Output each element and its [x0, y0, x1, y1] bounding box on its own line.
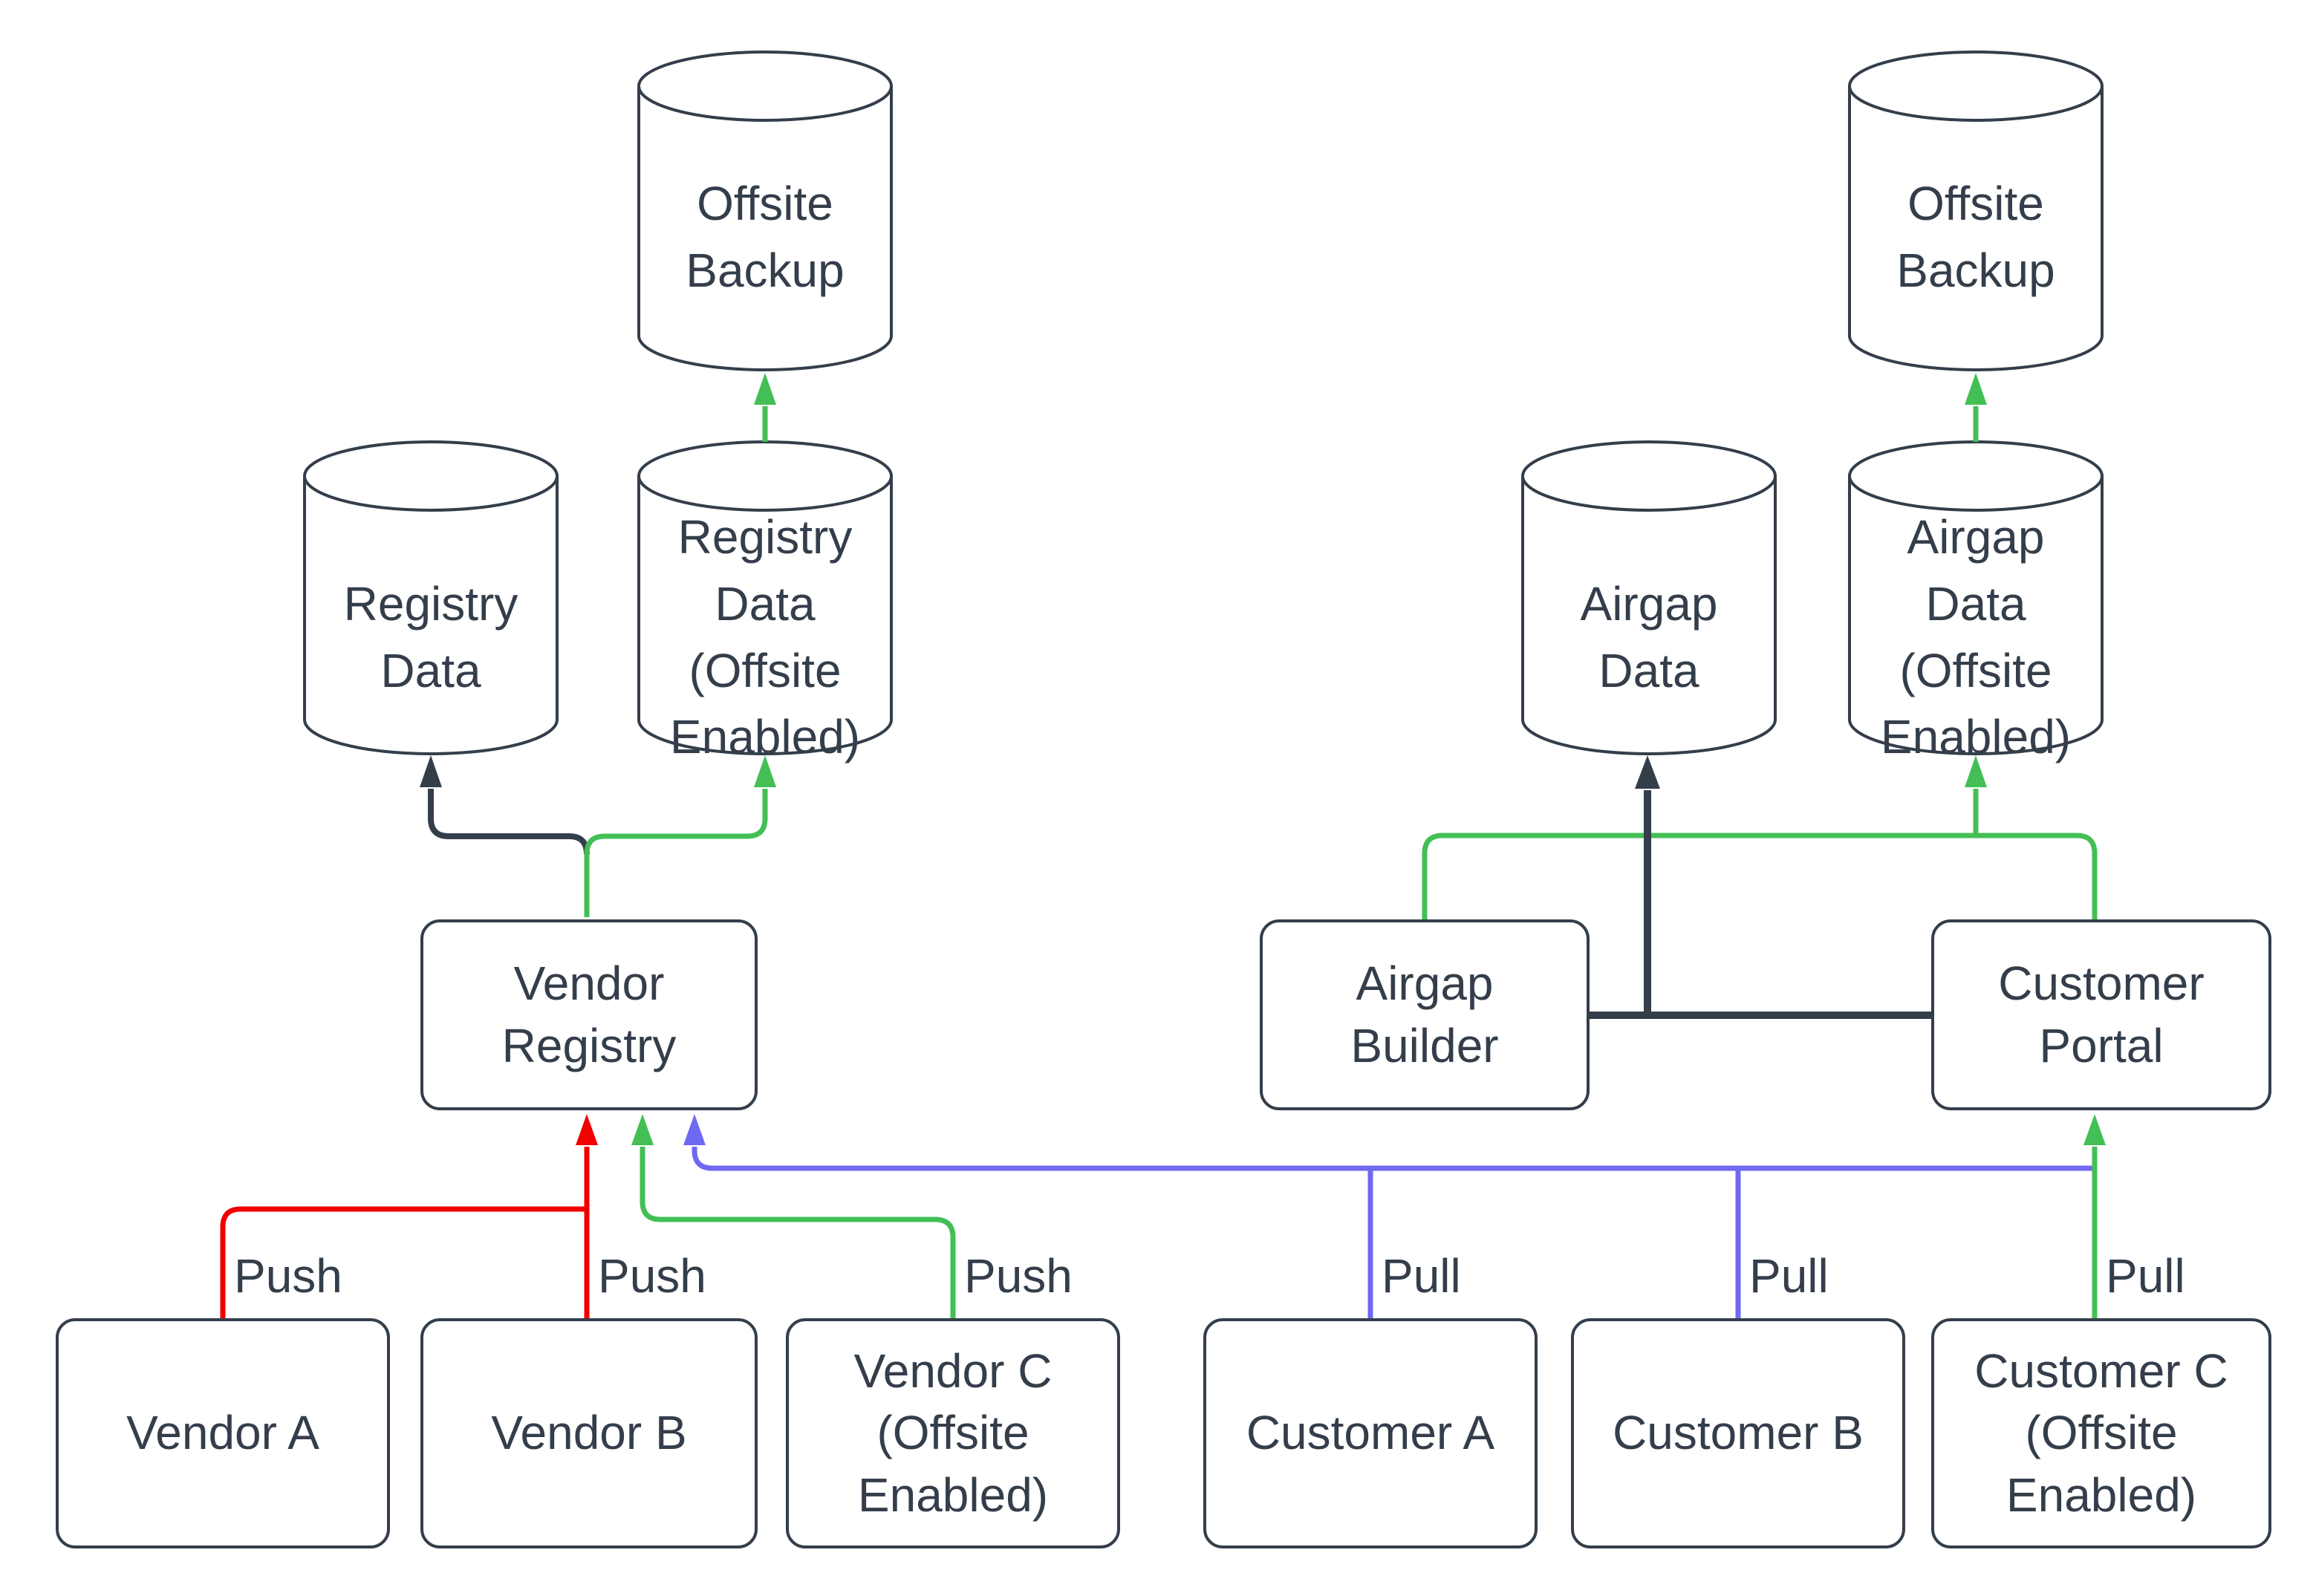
registry-data-cylinder	[303, 440, 559, 755]
arrowhead-registry-pull-blue	[683, 1114, 706, 1145]
node-airgap-builder: Airgap Builder	[1260, 919, 1590, 1110]
node-label: Customer C (Offsite Enabled)	[1974, 1344, 2228, 1522]
node-vendor-a: Vendor A	[56, 1318, 390, 1548]
arrowhead-offsite-backup-right	[1965, 373, 1987, 405]
node-customer-portal: Customer Portal	[1931, 919, 2271, 1110]
node-label: Vendor C (Offsite Enabled)	[853, 1344, 1053, 1522]
node-customer-b: Customer B	[1571, 1318, 1905, 1548]
edge-label-pull-customer-a: Pull	[1382, 1249, 1461, 1303]
edge-registry-write	[428, 789, 590, 855]
airgap-data-offsite-cylinder	[1848, 440, 2104, 755]
node-vendor-c: Vendor C (Offsite Enabled)	[786, 1318, 1120, 1548]
node-label: Vendor Registry	[501, 957, 677, 1072]
edge-registry-write-offsite	[584, 789, 768, 917]
edge-customer-pull-bus	[692, 1147, 2095, 1171]
node-label: Customer A	[1246, 1406, 1495, 1460]
node-customer-a: Customer A	[1203, 1318, 1538, 1548]
node-label: Airgap Builder	[1350, 957, 1499, 1072]
edge-label-push-vendor-a: Push	[234, 1249, 342, 1303]
arrowhead-airgap-data	[1635, 755, 1660, 789]
edge-vendor-c-push	[640, 1147, 956, 1318]
node-vendor-registry: Vendor Registry	[420, 919, 758, 1110]
arrowhead-airgap-data-offsite	[1965, 755, 1987, 787]
arrowhead-registry-push-green	[631, 1114, 654, 1145]
registry-data-offsite-cylinder	[637, 440, 893, 755]
arrowhead-registry-push-red	[576, 1114, 598, 1145]
airgap-data-cylinder	[1521, 440, 1777, 755]
edge-label-push-vendor-b: Push	[598, 1249, 706, 1303]
edge-label-pull-customer-b: Pull	[1749, 1249, 1829, 1303]
arrowhead-registry-data-offsite	[754, 755, 776, 787]
edge-vendor-a-push	[220, 1206, 587, 1318]
node-vendor-b: Vendor B	[420, 1318, 758, 1548]
offsite-backup-right-cylinder	[1848, 51, 2104, 371]
edge-portal-builder-link	[1422, 833, 2098, 919]
arrowhead-offsite-backup-left	[754, 373, 776, 405]
arrowhead-customer-portal	[2083, 1114, 2106, 1145]
node-label: Vendor B	[491, 1406, 687, 1460]
edge-label-push-vendor-c: Push	[964, 1249, 1073, 1303]
node-label: Vendor A	[126, 1406, 319, 1460]
node-label: Customer B	[1613, 1406, 1864, 1460]
edge-label-pull-customer-c: Pull	[2106, 1249, 2185, 1303]
arrowhead-registry-data	[420, 755, 442, 787]
node-label: Customer Portal	[1998, 957, 2205, 1072]
offsite-backup-left-cylinder	[637, 51, 893, 371]
node-customer-c: Customer C (Offsite Enabled)	[1931, 1318, 2271, 1548]
